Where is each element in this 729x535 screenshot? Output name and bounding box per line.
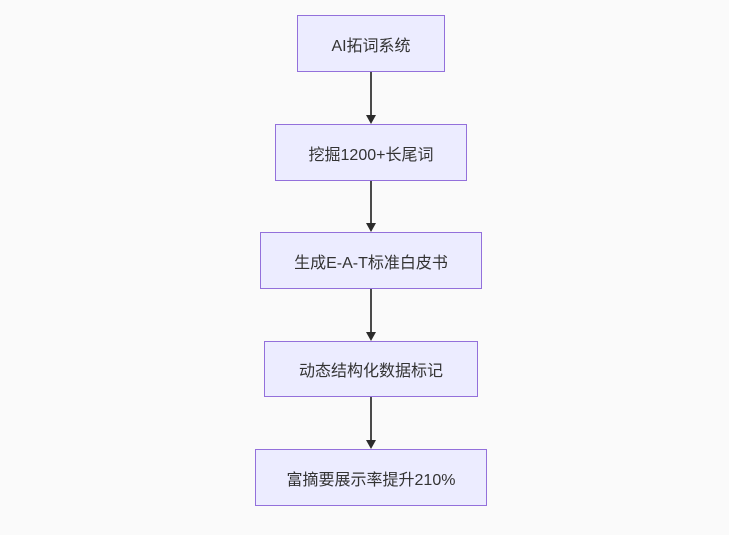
flow-arrow-4 [366, 397, 376, 449]
flow-arrow-1 [366, 72, 376, 124]
flow-arrow-2 [366, 181, 376, 232]
flow-arrow-3 [366, 289, 376, 341]
flow-node-generate-eat-whitepaper: 生成E-A-T标准白皮书 [260, 232, 482, 289]
flow-node-dynamic-structured-data-markup: 动态结构化数据标记 [264, 341, 478, 397]
flow-node-mine-longtail-keywords: 挖掘1200+长尾词 [275, 124, 467, 181]
flow-node-ai-word-expansion-system: AI拓词系统 [297, 15, 445, 72]
flow-node-rich-snippet-rate-increase: 富摘要展示率提升210% [255, 449, 487, 506]
